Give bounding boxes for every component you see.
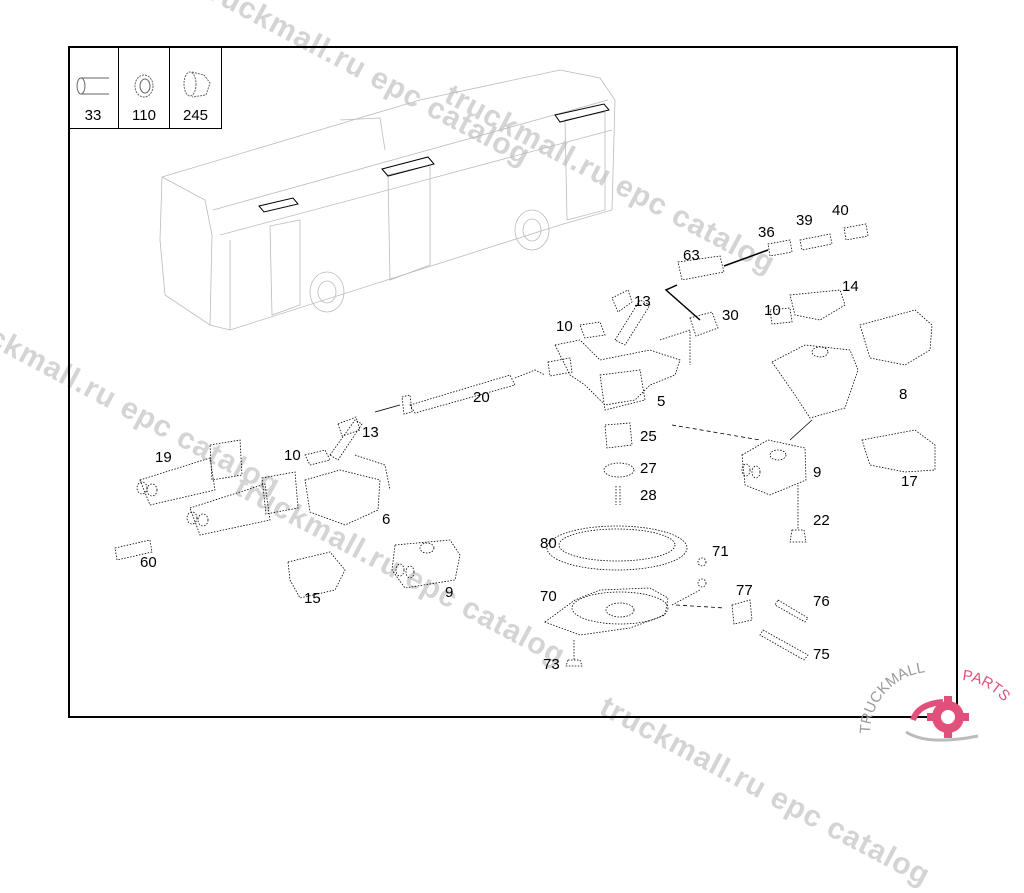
part-callout-15[interactable]: 15 (304, 590, 321, 607)
part-callout-20[interactable]: 20 (473, 389, 490, 406)
part-callout-9[interactable]: 9 (445, 584, 454, 601)
part-callout-63[interactable]: 63 (683, 247, 700, 264)
solenoid-valve-19 (114, 439, 346, 599)
roof-hatches (258, 103, 610, 213)
ring-80 (546, 525, 688, 571)
truckmall-parts-logo: TRUCKMALL PARTS (858, 662, 1013, 742)
part-callout-10[interactable]: 10 (284, 447, 301, 464)
legend-item: 110 (119, 46, 170, 128)
part-callout-27[interactable]: 27 (640, 460, 657, 477)
valve-8 (769, 289, 936, 473)
part-callout-30[interactable]: 30 (722, 307, 739, 324)
part-callout-13[interactable]: 13 (634, 293, 651, 310)
base-plate-70 (544, 557, 809, 667)
part-callout-19[interactable]: 19 (155, 449, 172, 466)
part-callout-6[interactable]: 6 (382, 511, 391, 528)
part-callout-5[interactable]: 5 (657, 393, 666, 410)
part-callout-25[interactable]: 25 (640, 428, 657, 445)
legend-item: 245 (170, 46, 221, 128)
part-callout-10[interactable]: 10 (556, 318, 573, 335)
tube-icon (76, 77, 109, 95)
cable-assembly-63 (664, 223, 869, 337)
part-callout-70[interactable]: 70 (540, 588, 557, 605)
part-callout-39[interactable]: 39 (796, 212, 813, 229)
part-callout-77[interactable]: 77 (736, 582, 753, 599)
legend-item: 33 (68, 46, 119, 128)
diagram-frame (68, 46, 958, 718)
part-callout-14[interactable]: 14 (842, 278, 859, 295)
grommet-icon (183, 71, 211, 98)
part-callout-40[interactable]: 40 (832, 202, 849, 219)
part-callout-9[interactable]: 9 (813, 464, 822, 481)
valve-5 (554, 289, 761, 505)
part-callout-17[interactable]: 17 (901, 473, 918, 490)
part-callout-60[interactable]: 60 (140, 554, 157, 571)
part-callout-28[interactable]: 28 (640, 487, 657, 504)
part-callout-76[interactable]: 76 (813, 593, 830, 610)
part-callout-73[interactable]: 73 (543, 656, 560, 673)
valve-9-right (741, 439, 807, 543)
part-callout-80[interactable]: 80 (540, 535, 557, 552)
part-callout-71[interactable]: 71 (712, 543, 729, 560)
part-callout-13[interactable]: 13 (362, 424, 379, 441)
ring-icon (134, 74, 154, 98)
gear-icon (905, 696, 979, 742)
cable-20 (374, 357, 573, 415)
logo-text-parts: PARTS (961, 667, 1013, 705)
part-callout-22[interactable]: 22 (813, 512, 830, 529)
valve-9-lower (391, 539, 461, 589)
hardware-legend: 33 110 245 (68, 46, 222, 129)
exploded-view-drawing (114, 69, 936, 667)
logo-text-truckmall: TRUCKMALL (858, 662, 926, 734)
part-callout-75[interactable]: 75 (813, 646, 830, 663)
valve-6 (304, 416, 391, 526)
part-callout-8[interactable]: 8 (899, 386, 908, 403)
part-callout-10[interactable]: 10 (764, 302, 781, 319)
part-callout-36[interactable]: 36 (758, 224, 775, 241)
